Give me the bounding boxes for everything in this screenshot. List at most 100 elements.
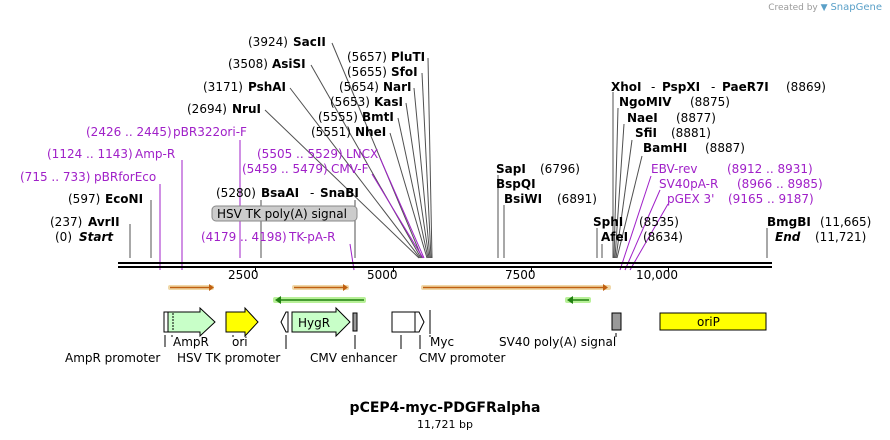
feature-oriP[interactable] [659, 312, 767, 331]
snabi-dash: - [310, 186, 314, 200]
enzyme-sapI[interactable]: SapI [496, 162, 526, 176]
feature-ori[interactable] [225, 306, 259, 338]
credit-brand: SnapGene [830, 2, 882, 13]
enzyme-ngoMIV[interactable]: NgoMIV [619, 95, 672, 109]
enzyme-xhoI[interactable]: XhoI [611, 80, 642, 94]
enzyme-bsaAI-pos: (5280) [216, 186, 256, 200]
feature-hsv-promoter-text: HSV TK promoter [177, 351, 280, 365]
enzyme-paeR7I[interactable]: PaeR7I [722, 80, 769, 94]
feature-hygR[interactable] [291, 306, 351, 338]
start-label[interactable]: Start [79, 230, 114, 244]
enzyme-bmtI[interactable]: BmtI [362, 110, 394, 124]
enzyme-afeI-pos: (8634) [643, 230, 683, 244]
primer-pgex3[interactable]: pGEX 3' [667, 192, 714, 206]
primer-pBR322ori-F[interactable]: pBR322ori-F [173, 125, 247, 139]
feature-cmv-promoter[interactable] [414, 311, 425, 333]
snapgene-credit: Created by ▼ SnapGene [768, 2, 882, 13]
enzyme-sfoI[interactable]: SfoI [391, 65, 418, 79]
enzyme-bsiWI[interactable]: BsiWI [504, 192, 542, 206]
feature-hygR-label: HygR [298, 316, 330, 330]
primer-amp-r[interactable]: Amp-R [135, 147, 175, 161]
enzyme-ecoNI[interactable]: EcoNI [105, 192, 143, 206]
primer-ebv-rev[interactable]: EBV-rev [651, 162, 697, 176]
enzyme-pluTI-pos: (5657) [347, 50, 387, 64]
enzyme-nheI-pos: (5551) [311, 125, 351, 139]
orf-arrow-hygR[interactable] [273, 296, 366, 304]
enzyme-ngoMIV-pos: (8875) [690, 95, 730, 109]
enzyme-sacII-pos: (3924) [248, 35, 288, 49]
backbone-top-strand [118, 262, 772, 264]
enzyme-sfiI[interactable]: SfiI [635, 126, 657, 140]
enzyme-bamHI[interactable]: BamHI [643, 141, 687, 155]
orf-arrow-ampR[interactable] [168, 284, 214, 291]
feature-ampR-promoter-text: AmpR promoter [65, 351, 160, 365]
feature-hsv-polyA[interactable] [352, 312, 358, 332]
enzyme-avrII[interactable]: AvrII [88, 215, 120, 229]
primer-sv40pa-r-range: (8966 .. 8985) [737, 177, 823, 191]
enzyme-narI[interactable]: NarI [383, 80, 412, 94]
end-label[interactable]: End [775, 230, 801, 244]
enzyme-bamHI-pos: (8887) [705, 141, 745, 155]
primer-tk-pa-r-range: (4179 .. 4198) [201, 230, 287, 244]
feature-cmv-enhancer[interactable] [391, 311, 416, 333]
enzyme-snaBI[interactable]: SnaBI [320, 186, 359, 200]
feature-sv40-polyA[interactable] [611, 312, 622, 331]
enzyme-asiSI[interactable]: AsiSI [272, 57, 306, 71]
feature-hsv-tk-promoter[interactable] [280, 311, 289, 333]
enzyme-sphI-pos: (8535) [639, 215, 679, 229]
feature-label-leaders [164, 333, 617, 349]
enzyme-nruI-pos: (2694) [187, 102, 227, 116]
enzyme-naeI-pos: (8877) [676, 111, 716, 125]
enzyme-nruI[interactable]: NruI [232, 102, 261, 116]
enzyme-ecoNI-pos: (597) [68, 192, 100, 206]
feature-ampR-promoter[interactable] [163, 311, 169, 333]
orf-arrow-pdgfra[interactable] [421, 284, 611, 291]
enzyme-bmgBI-pos: (11,665) [820, 215, 871, 229]
hsv-polyA-box[interactable] [211, 205, 358, 222]
enzyme-bmgBI[interactable]: BmgBI [767, 215, 811, 229]
paer7i-dash: - [711, 80, 715, 94]
enzyme-bspQI[interactable]: BspQI [496, 177, 536, 191]
feature-myc-text: Myc [430, 335, 454, 349]
enzyme-bsiWI-pos: (6891) [557, 192, 597, 206]
orf-arrow-ebna[interactable] [565, 296, 591, 304]
enzyme-kasI[interactable]: KasI [374, 95, 403, 109]
primer-lncx[interactable]: LNCX [346, 147, 378, 161]
primer-lncx-range: (5505 .. 5529) [257, 147, 343, 161]
primer-leader-lines [159, 140, 669, 271]
primer-sv40pa-r[interactable]: SV40pA-R [659, 177, 718, 191]
enzyme-sphI[interactable]: SphI [593, 215, 623, 229]
start-pos: (0) [55, 230, 72, 244]
pspxi-dash: - [651, 80, 655, 94]
primer-cmv-f[interactable]: CMV-F [331, 162, 369, 176]
primer-pbrforeco[interactable]: pBRforEco [94, 170, 156, 184]
map-length: 11,721 bp [417, 418, 473, 431]
credit-prefix: Created by [768, 3, 818, 13]
enzyme-pshAI[interactable]: PshAI [248, 80, 286, 94]
enzyme-pshAI-pos: (3171) [203, 80, 243, 94]
primer-amp-r-range: (1124 .. 1143) [47, 147, 133, 161]
primer-tk-pa-r[interactable]: TK-pA-R [288, 230, 336, 244]
tick-label-2500: 2500 [228, 268, 259, 282]
feature-cmv-promoter-text: CMV promoter [419, 351, 506, 365]
primer-pbrforeco-range: (715 .. 733) [20, 170, 90, 184]
enzyme-sfiI-pos: (8881) [671, 126, 711, 140]
end-pos: (11,721) [815, 230, 866, 244]
orf-arrow-hsv[interactable] [292, 284, 349, 291]
enzyme-naeI[interactable]: NaeI [627, 111, 658, 125]
enzyme-asiSI-pos: (3508) [228, 57, 268, 71]
enzyme-sacII[interactable]: SacII [293, 35, 326, 49]
enzyme-pspXI[interactable]: PspXI [662, 80, 700, 94]
primer-cmv-f-range: (5459 .. 5479) [242, 162, 328, 176]
snapgene-logo-icon: ▼ [820, 3, 828, 13]
primer-pgex3-range: (9165 .. 9187) [728, 192, 814, 206]
tick-label-5000: 5000 [367, 268, 398, 282]
enzyme-pluTI[interactable]: PluTI [391, 50, 425, 64]
feature-ampR[interactable] [167, 306, 216, 338]
enzyme-bsaAI[interactable]: BsaAI [261, 186, 299, 200]
enzyme-nheI[interactable]: NheI [355, 125, 386, 139]
enzyme-afeI[interactable]: AfeI [601, 230, 628, 244]
enzyme-avrII-pos: (237) [50, 215, 82, 229]
